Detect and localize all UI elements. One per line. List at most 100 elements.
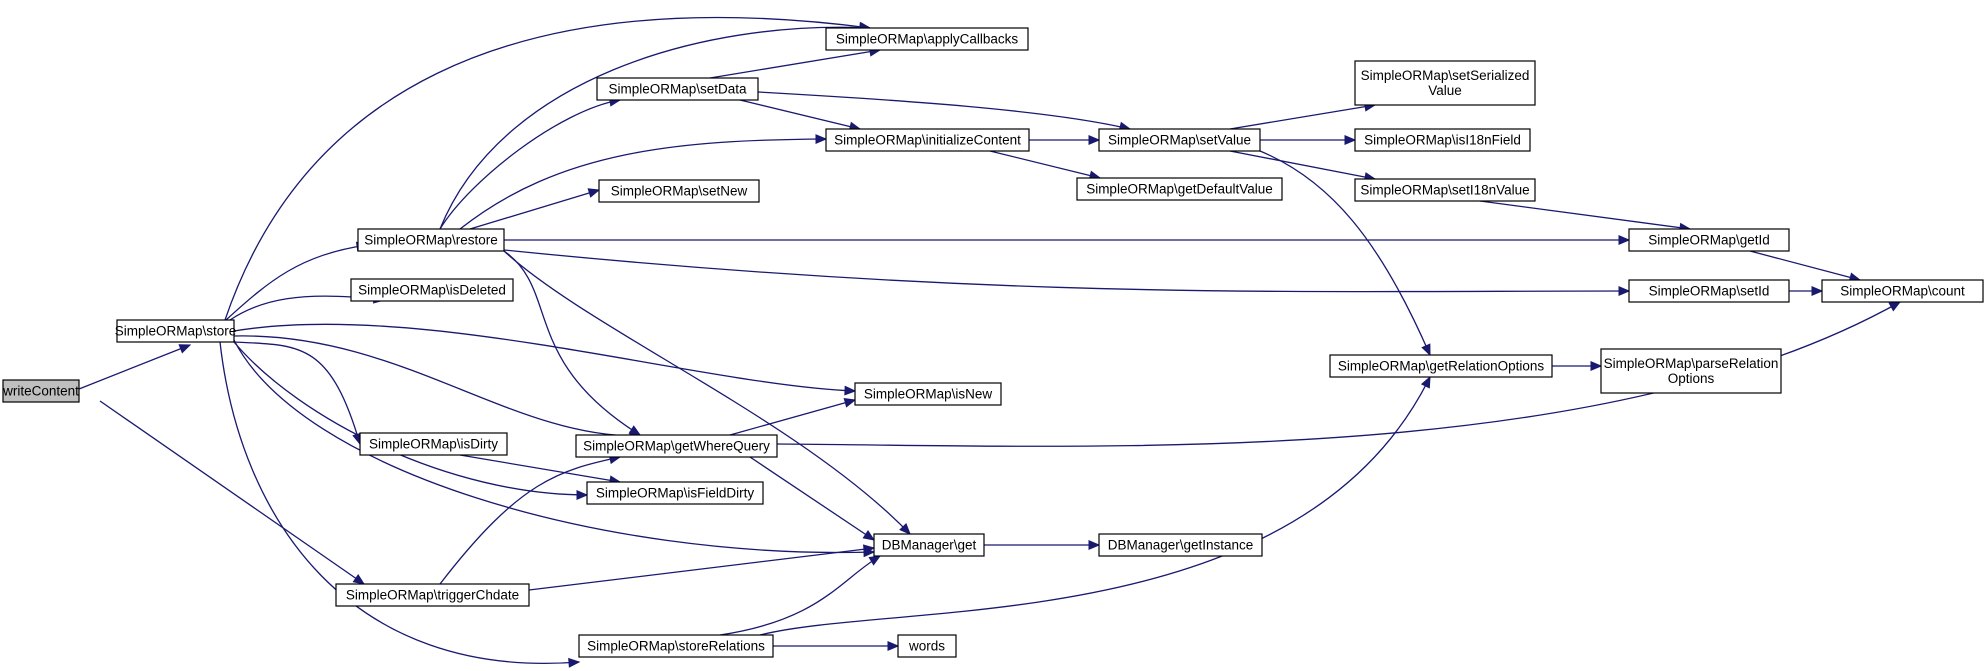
node-isDirty[interactable]: SimpleORMap\isDirty xyxy=(359,432,508,456)
edge-setI18nValue-to-getId xyxy=(1479,200,1692,233)
node-label: SimpleORMap\setI18nValue xyxy=(1360,183,1529,198)
node-box xyxy=(1628,228,1790,252)
node-setValue[interactable]: SimpleORMap\setValue xyxy=(1098,128,1261,152)
node-getRelationOptions[interactable]: SimpleORMap\getRelationOptions xyxy=(1329,354,1553,378)
node-label: SimpleORMap\setData xyxy=(608,82,747,97)
node-box xyxy=(359,432,508,456)
node-triggerChdate[interactable]: SimpleORMap\triggerChdate xyxy=(335,583,530,607)
edge-getWhereQuery-to-dbget xyxy=(749,456,876,541)
node-label: words xyxy=(908,639,945,654)
edge-setData-to-applyCallbacks xyxy=(709,46,882,79)
node-isFieldDirty[interactable]: SimpleORMap\isFieldDirty xyxy=(586,481,764,505)
node-label: SimpleORMap\setSerialized xyxy=(1361,68,1530,83)
edge-store-to-isNew xyxy=(233,323,857,396)
edges-layer xyxy=(78,16,1902,668)
edge-restore-to-getWhereQuery xyxy=(503,250,642,436)
node-label: SimpleORMap\isFieldDirty xyxy=(596,486,755,501)
node-label: SimpleORMap\triggerChdate xyxy=(346,588,519,603)
node-getDefaultValue[interactable]: SimpleORMap\getDefaultValue xyxy=(1076,177,1283,201)
edge-store-to-restore xyxy=(225,241,369,321)
edge-store-to-isDirty xyxy=(233,341,362,446)
edge-initializeContent-to-setValue xyxy=(1029,135,1101,145)
edge-setValue-to-isI18nField xyxy=(1260,135,1357,145)
node-label: SimpleORMap\applyCallbacks xyxy=(836,32,1019,47)
node-setData[interactable]: SimpleORMap\setData xyxy=(596,77,759,101)
node-box xyxy=(2,379,80,403)
edge-writeContent-to-store xyxy=(78,344,192,390)
node-isNew[interactable]: SimpleORMap\isNew xyxy=(854,382,1002,406)
node-setId[interactable]: SimpleORMap\setId xyxy=(1628,279,1790,303)
node-writeContent[interactable]: writeContent xyxy=(2,379,80,403)
node-box xyxy=(1628,279,1790,303)
edge-restore-to-initializeContent xyxy=(459,134,828,230)
edge-isDirty-to-isFieldDirty xyxy=(459,454,622,486)
node-label: SimpleORMap\count xyxy=(1840,284,1965,299)
node-store[interactable]: SimpleORMap\store xyxy=(115,319,237,343)
node-box xyxy=(1600,348,1782,394)
edge-setValue-to-getRelationOptions xyxy=(1259,150,1431,357)
edge-setData-to-initializeContent xyxy=(739,99,862,132)
node-label: SimpleORMap\getDefaultValue xyxy=(1086,182,1273,197)
node-box xyxy=(873,533,985,557)
node-restore[interactable]: SimpleORMap\restore xyxy=(357,228,505,252)
node-label: SimpleORMap\getId xyxy=(1648,233,1770,248)
node-isI18nField[interactable]: SimpleORMap\isI18nField xyxy=(1354,128,1531,152)
node-dbget[interactable]: DBManager\get xyxy=(873,533,985,557)
node-label: SimpleORMap\getWhereQuery xyxy=(583,439,770,454)
node-count[interactable]: SimpleORMap\count xyxy=(1821,279,1984,303)
node-getId[interactable]: SimpleORMap\getId xyxy=(1628,228,1790,252)
edge-storeRelations-to-dbget xyxy=(719,555,882,636)
node-setNew[interactable]: SimpleORMap\setNew xyxy=(598,179,760,203)
node-storeRelations[interactable]: SimpleORMap\storeRelations xyxy=(578,634,774,658)
edge-store-to-storeRelations xyxy=(219,341,581,668)
node-box xyxy=(350,278,514,302)
node-label: SimpleORMap\getRelationOptions xyxy=(1338,359,1545,374)
node-isDeleted[interactable]: SimpleORMap\isDeleted xyxy=(350,278,514,302)
node-label: SimpleORMap\storeRelations xyxy=(587,639,765,654)
node-label: SimpleORMap\setId xyxy=(1649,284,1770,299)
node-box xyxy=(1076,177,1283,201)
node-label: DBManager\get xyxy=(882,538,977,553)
node-label: SimpleORMap\isDirty xyxy=(369,437,498,452)
node-label: SimpleORMap\isI18nField xyxy=(1364,133,1521,148)
edge-restore-to-dbget xyxy=(503,250,911,535)
edge-setValue-to-setSerializedValue xyxy=(1229,101,1377,130)
node-box xyxy=(596,77,759,101)
edge-store-to-dbget xyxy=(233,339,876,558)
edge-triggerChdate-to-dbget xyxy=(528,544,876,591)
node-box xyxy=(1098,128,1261,152)
node-initializeContent[interactable]: SimpleORMap\initializeContent xyxy=(825,128,1030,152)
node-box xyxy=(586,481,764,505)
node-words[interactable]: words xyxy=(897,634,957,658)
node-box xyxy=(1821,279,1984,303)
node-box xyxy=(1354,60,1536,106)
edge-restore-to-setNew xyxy=(469,188,601,230)
node-box xyxy=(1098,533,1263,557)
nodes-layer: writeContentSimpleORMap\storeSimpleORMap… xyxy=(2,27,1984,658)
node-box xyxy=(578,634,774,658)
edge-storeRelations-to-getRelationOptions xyxy=(759,375,1431,636)
node-label: SimpleORMap\restore xyxy=(364,233,498,248)
node-getInstance[interactable]: DBManager\getInstance xyxy=(1098,533,1263,557)
edge-getId-to-count xyxy=(1749,250,1862,283)
node-box xyxy=(116,319,235,343)
edge-store-to-isFieldDirty xyxy=(233,341,589,500)
edge-getWhereQuery-to-isNew xyxy=(729,398,857,436)
node-applyCallbacks[interactable]: SimpleORMap\applyCallbacks xyxy=(825,27,1029,51)
node-box xyxy=(825,128,1030,152)
node-box xyxy=(357,228,505,252)
node-label: SimpleORMap\setValue xyxy=(1108,133,1251,148)
node-label: Options xyxy=(1668,371,1715,386)
node-label: SimpleORMap\isNew xyxy=(864,387,993,402)
node-getWhereQuery[interactable]: SimpleORMap\getWhereQuery xyxy=(575,434,778,458)
edge-setData-to-setValue xyxy=(757,91,1132,132)
node-setI18nValue[interactable]: SimpleORMap\setI18nValue xyxy=(1354,178,1536,202)
node-label: DBManager\getInstance xyxy=(1108,538,1254,553)
node-label: writeContent xyxy=(2,384,79,399)
node-box xyxy=(575,434,778,458)
edge-triggerChdate-to-getWhereQuery xyxy=(439,454,622,585)
node-label: SimpleORMap\store xyxy=(115,324,237,339)
